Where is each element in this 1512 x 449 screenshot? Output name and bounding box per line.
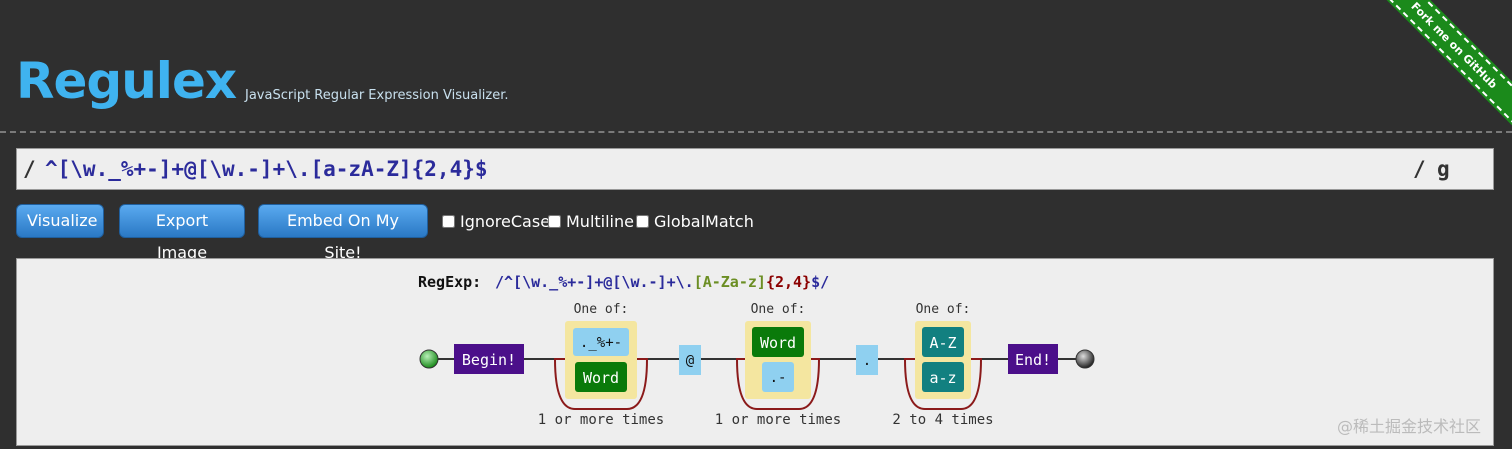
group1-loop [553,358,649,410]
group3-header: One of: [916,302,971,317]
ignore-case-checkbox[interactable] [442,215,455,228]
group1-item2: Word [583,369,619,387]
regexp-part: [A-Za-z] [694,273,766,291]
regex-flags: g [1437,157,1450,181]
embed-button[interactable]: Embed On My Site! [258,204,428,262]
ignore-case-label: IgnoreCase [460,212,551,231]
multiline-checkbox[interactable] [548,215,561,228]
group1-charset [573,328,629,356]
group3-footer: 2 to 4 times [892,412,993,428]
regexp-part: $/ [811,273,829,291]
end-node [1075,349,1095,369]
group1-item1: ._%+- [580,335,622,351]
multiline-label: Multiline [566,212,634,231]
end-label: End! [1015,351,1051,369]
ignore-case-option[interactable]: IgnoreCase [442,212,550,231]
visualize-button[interactable]: Visualize [16,204,104,238]
literal-dot-box [856,345,878,375]
start-node [419,349,439,369]
regexp-part: /^[\w._%+-]+@[\w.-]+\. [495,273,694,291]
group2-word [752,327,804,357]
group1-header: One of: [574,302,629,317]
group3-range1 [922,327,964,357]
regexp-title-label: RegExp: [418,273,481,291]
literal-at: @ [686,353,695,369]
group2-charset [762,362,794,392]
logo: Regulex [16,52,237,110]
begin-label: Begin! [462,351,516,369]
begin-box [454,344,524,374]
group1-word [575,362,627,392]
regex-text[interactable]: ^[\w._%+-]+@[\w.-]+\.[a-zA-Z]{2,4}$ [45,157,488,181]
github-ribbon-container: Fork me on GitHub [1382,0,1512,130]
tagline: JavaScript Regular Expression Visualizer… [245,88,509,103]
group2-item1: Word [760,334,796,352]
group3-range2 [922,362,964,392]
group2-header: One of: [751,302,806,317]
global-match-label: GlobalMatch [654,212,754,231]
github-ribbon-link[interactable]: Fork me on GitHub [1382,0,1512,130]
group2-loop [735,358,821,410]
regex-input[interactable]: / ^[\w._%+-]+@[\w.-]+\.[a-zA-Z]{2,4}$ / … [16,148,1494,190]
regex-railroad-diagram: RegExp: /^[\w._%+-]+@[\w.-]+\.[A-Za-z]{2… [418,273,1095,428]
visualization-panel: RegExp: /^[\w._%+-]+@[\w.-]+\.[A-Za-z]{2… [16,258,1494,446]
global-match-option[interactable]: GlobalMatch [636,212,754,231]
group3-loop [903,358,983,410]
global-match-checkbox[interactable] [636,215,649,228]
group2-footer: 1 or more times [715,412,841,428]
end-box [1008,344,1058,374]
regex-close-slash: / [1413,157,1426,181]
group3-item2: a-z [929,369,956,387]
header-divider [0,131,1512,133]
group2-item2: .- [770,370,787,386]
regexp-part: {2,4} [766,273,811,291]
multiline-option[interactable]: Multiline [548,212,634,231]
watermark: @稀土掘金技术社区 [1337,417,1482,436]
regex-open-slash: / [23,157,36,181]
export-image-button[interactable]: Export Image [119,204,245,262]
literal-dot: . [863,353,871,369]
literal-at-box [679,345,701,375]
regexp-title-value: /^[\w._%+-]+@[\w.-]+\.[A-Za-z]{2,4}$/ [495,273,829,291]
group3-item1: A-Z [929,334,956,352]
group1-footer: 1 or more times [538,412,664,428]
